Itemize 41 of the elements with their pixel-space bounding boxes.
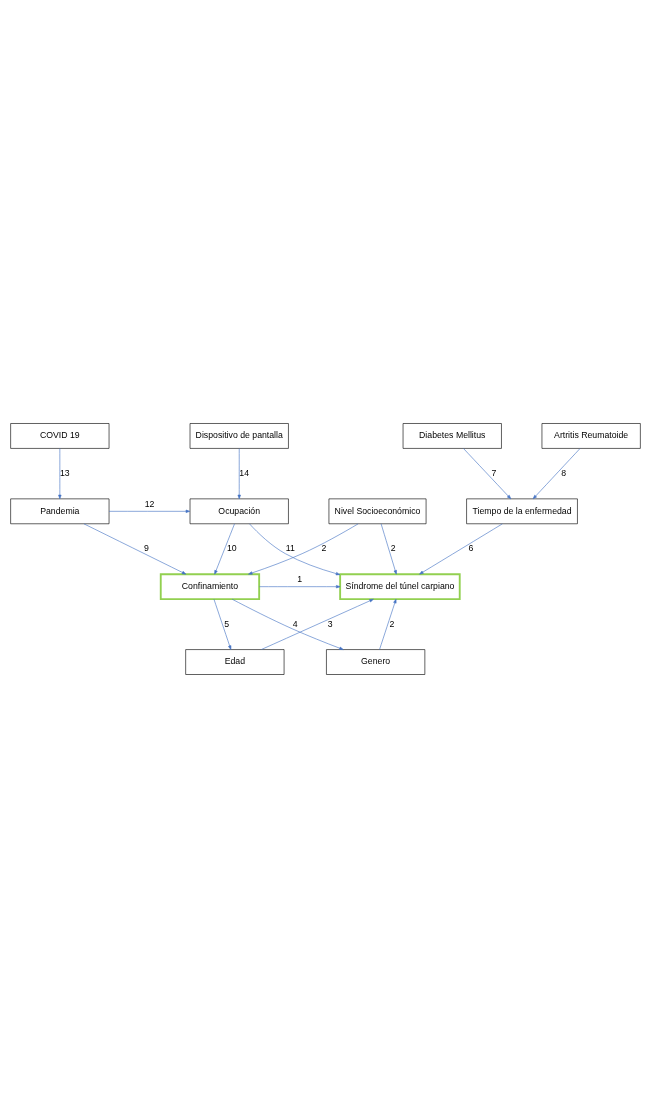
arrow bbox=[58, 447, 62, 499]
arrow bbox=[419, 523, 503, 574]
arrow bbox=[248, 523, 359, 574]
edge-label: 7 bbox=[491, 467, 497, 478]
node-box: COVID 19 bbox=[10, 422, 110, 449]
node-box: Tiempo de la enfermedad bbox=[466, 498, 578, 524]
arrow bbox=[108, 509, 191, 513]
edge-label: 10 bbox=[226, 542, 237, 553]
edge-label: 1 bbox=[297, 573, 303, 584]
arrow bbox=[532, 447, 581, 499]
edge-label: 2 bbox=[390, 542, 396, 553]
node-box: Dispositivo de pantalla bbox=[189, 422, 289, 449]
node-box: Pandemia bbox=[10, 498, 110, 524]
edge-label: 12 bbox=[144, 498, 155, 509]
arrow bbox=[213, 598, 232, 650]
edge-label: 13 bbox=[59, 467, 70, 478]
node-box: Ocupación bbox=[189, 498, 289, 524]
edge-label: 2 bbox=[321, 542, 327, 553]
edge-label: 2 bbox=[389, 618, 395, 629]
node-box: Edad bbox=[185, 648, 285, 675]
edge-label: 5 bbox=[224, 618, 230, 629]
node-box: Nivel Socioeconómico bbox=[328, 498, 427, 524]
edge-label: 11 bbox=[285, 542, 295, 553]
arrow bbox=[379, 598, 397, 650]
edge-label: 8 bbox=[561, 467, 567, 478]
arrow bbox=[249, 523, 341, 575]
edge-label: 14 bbox=[239, 467, 250, 478]
arrow bbox=[237, 447, 241, 499]
arrow bbox=[214, 523, 235, 574]
node-box: Artritis Reumatoide bbox=[541, 422, 641, 449]
node-box: Diabetes Mellitus bbox=[402, 422, 502, 449]
arrow bbox=[380, 523, 397, 574]
arrow bbox=[261, 598, 374, 650]
edge-label: 3 bbox=[327, 618, 333, 629]
edge-label: 4 bbox=[292, 618, 298, 629]
arrow bbox=[463, 447, 512, 499]
arrow bbox=[259, 584, 341, 588]
edge-label: 9 bbox=[143, 542, 149, 553]
edge-label: 6 bbox=[468, 542, 474, 553]
arrow bbox=[83, 523, 187, 574]
arrow bbox=[231, 598, 344, 650]
